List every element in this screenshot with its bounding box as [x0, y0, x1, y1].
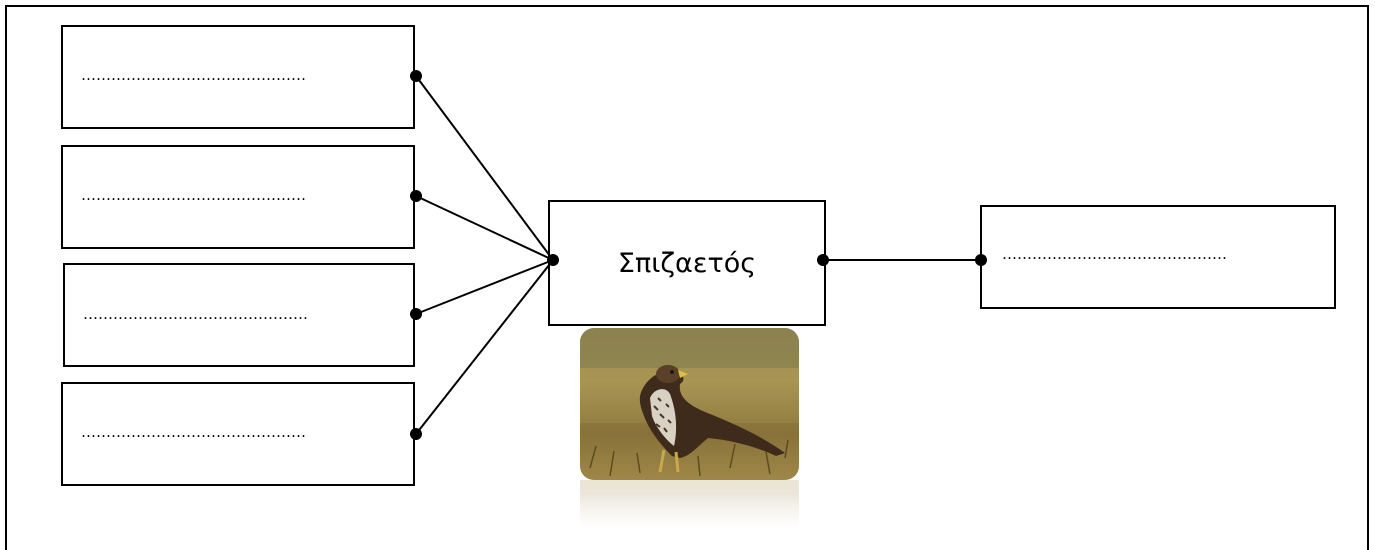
- worksheet-frame: [5, 5, 1369, 550]
- center-box: Σπιζαετός: [548, 200, 826, 326]
- connector-line-3: [415, 259, 554, 315]
- left-box-1[interactable]: ………………………………………: [61, 25, 415, 129]
- left-box-4[interactable]: ………………………………………: [61, 382, 415, 486]
- connector-dot-center-left: [547, 254, 559, 266]
- center-label: Σπιζαετός: [617, 247, 757, 279]
- connector-line-2: [415, 195, 554, 261]
- connector-dot-left-4: [410, 428, 422, 440]
- eagle-photo: [580, 328, 799, 528]
- left-box-2[interactable]: ………………………………………: [61, 145, 415, 249]
- right-box[interactable]: ………………………………………: [980, 205, 1336, 309]
- answer-blank-3[interactable]: ………………………………………: [83, 305, 308, 323]
- connector-dot-left-3: [410, 308, 422, 320]
- connector-dot-left-2: [410, 190, 422, 202]
- answer-blank-4[interactable]: ………………………………………: [81, 423, 306, 441]
- connector-line-4: [415, 259, 554, 435]
- answer-blank-1[interactable]: ………………………………………: [81, 66, 306, 84]
- connector-dot-center-right: [817, 254, 829, 266]
- connector-line-1: [415, 75, 554, 261]
- connector-dot-left-1: [410, 70, 422, 82]
- left-box-3[interactable]: ………………………………………: [63, 263, 415, 367]
- answer-blank-2[interactable]: ………………………………………: [81, 186, 306, 204]
- connector-dot-right: [975, 254, 987, 266]
- answer-blank-right[interactable]: ………………………………………: [1002, 245, 1227, 263]
